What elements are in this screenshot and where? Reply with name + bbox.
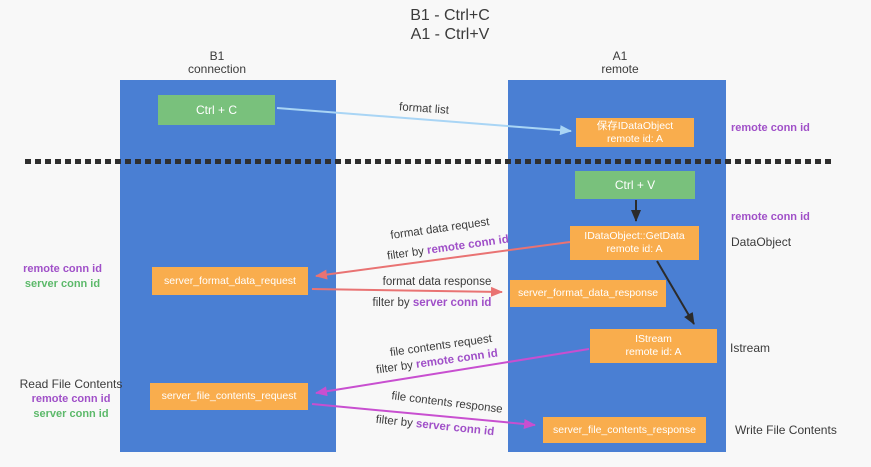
- label-read-file-contents: Read File Contents: [19, 377, 123, 391]
- title-line-b1: B1 - Ctrl+C: [410, 7, 490, 24]
- node-ctrl-v-label: Ctrl + V: [614, 178, 656, 192]
- lane-header-b1: B1 connection: [188, 50, 246, 76]
- arrow-label-format-list: format list: [398, 101, 450, 117]
- label-remote-conn-id-top-right: remote conn id: [731, 122, 810, 134]
- node-server-format-data-request: server_format_data_request: [152, 267, 308, 295]
- node-server-format-data-response-label: server_format_data_response: [517, 287, 659, 299]
- node-istream-line1: IStream: [635, 333, 672, 345]
- label-dataobject: DataObject: [731, 235, 792, 249]
- label-block-left-mid: remote conn id server conn id: [10, 262, 115, 292]
- arrow-label-file-contents-response: file contents response: [390, 390, 504, 416]
- node-server-format-data-request-label: server_format_data_request: [164, 274, 296, 287]
- lane-a1-name: A1: [612, 49, 628, 63]
- node-istream-line2: remote id: A: [625, 346, 682, 358]
- node-server-file-contents-response: server_file_contents_response: [543, 417, 706, 443]
- node-save-dataobject: 保存IDataObject remote id: A: [576, 118, 694, 147]
- label-write-file-contents: Write File Contents: [735, 423, 837, 437]
- node-istream: IStream remote id: A: [590, 329, 717, 363]
- node-getdata-line1: IDataObject::GetData: [584, 230, 685, 242]
- label-block-left-bottom: Read File Contents remote conn id server…: [12, 377, 130, 422]
- filter-by-text: filter by: [386, 245, 425, 263]
- label-remote-conn-id-mid-right: remote conn id: [731, 211, 810, 223]
- server-conn-id-key: server conn id: [412, 297, 492, 309]
- filter-by-text: filter by: [375, 359, 414, 377]
- arrow-label-file-contents-response-filter: filter by server conn id: [375, 414, 495, 438]
- label-remote-conn-id-mid-left: remote conn id: [23, 263, 102, 275]
- node-idataobject-getdata: IDataObject::GetData remote id: A: [570, 226, 699, 260]
- node-ctrl-v: Ctrl + V: [575, 171, 695, 199]
- node-ctrl-c-label: Ctrl + C: [195, 103, 237, 117]
- filter-by-text: filter by: [375, 413, 414, 430]
- label-server-conn-id-mid-left: server conn id: [24, 278, 101, 290]
- label-server-conn-id-bottom-left: server conn id: [33, 408, 109, 420]
- node-save-dataobject-line1: 保存IDataObject: [596, 119, 674, 132]
- node-save-dataobject-line2: remote id: A: [606, 132, 664, 145]
- arrow-format-data-response: [311, 286, 503, 297]
- node-server-file-contents-request-label: server_file_contents_request: [161, 390, 297, 402]
- node-getdata-line2: remote id: A: [606, 243, 663, 255]
- label-remote-conn-id-bottom-left: remote conn id: [31, 393, 111, 405]
- label-istream: Istream: [730, 341, 771, 355]
- node-server-file-contents-request: server_file_contents_request: [150, 383, 308, 410]
- filter-by-text: filter by: [372, 297, 410, 309]
- lane-b1-name: B1: [209, 49, 225, 63]
- session-divider-dashed-line: [25, 159, 831, 164]
- node-ctrl-c: Ctrl + C: [158, 95, 275, 125]
- lane-header-a1: A1 remote: [601, 50, 638, 76]
- title-line-a1: A1 - Ctrl+V: [410, 26, 490, 43]
- arrow-label-format-data-response-filter: filter by server conn id: [373, 297, 492, 309]
- server-conn-id-key: server conn id: [415, 418, 495, 439]
- remote-conn-id-key: remote conn id: [426, 233, 510, 257]
- lane-a1-role: remote: [601, 62, 639, 76]
- node-server-file-contents-response-label: server_file_contents_response: [552, 423, 696, 436]
- lane-b1-role: connection: [187, 62, 247, 76]
- arrow-label-format-data-response: format data response: [382, 276, 492, 288]
- diagram-title: B1 - Ctrl+C A1 - Ctrl+V: [410, 6, 490, 44]
- node-server-format-data-response: server_format_data_response: [510, 280, 666, 307]
